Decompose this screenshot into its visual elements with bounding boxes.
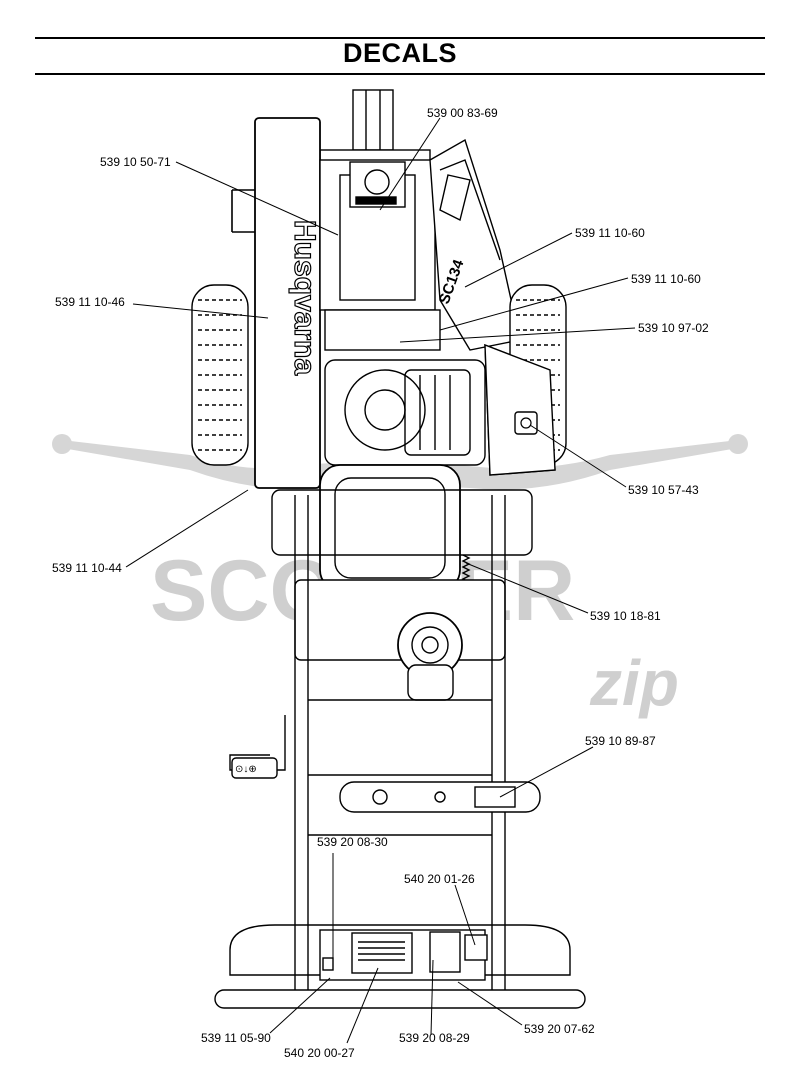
decal-labels: 539 00 83-69 539 10 50-71 539 11 10-60 5… (52, 106, 709, 1060)
decal-label: 539 11 10-60 (575, 226, 645, 240)
leader-lines (125, 117, 636, 1044)
decal-label: 539 11 10-60 (631, 272, 701, 286)
title-underline (35, 73, 765, 75)
top-rule (35, 37, 765, 39)
decal-label: 539 11 05-90 (201, 1031, 271, 1045)
page-title: DECALS (342, 38, 457, 68)
decal-label: 540 20 01-26 (404, 872, 475, 886)
decal-label: 540 20 00-27 (284, 1046, 355, 1060)
decal-label: 539 20 07-62 (524, 1022, 595, 1036)
watermark-script: zip (589, 647, 679, 719)
decal-label: 539 00 83-69 (427, 106, 498, 120)
brand-logo-text: Husqvarna (288, 220, 321, 375)
decal-label: 539 10 97-02 (638, 321, 709, 335)
decal-label: 539 20 08-30 (317, 835, 388, 849)
decal-label: 539 10 89-87 (585, 734, 656, 748)
svg-text:⊙↓⊕: ⊙↓⊕ (235, 764, 257, 775)
decal-label: 539 11 10-44 (52, 561, 122, 575)
decal-label: 539 20 08-29 (399, 1031, 470, 1045)
decal-label: 539 10 50-71 (100, 155, 171, 169)
decal-label: 539 10 18-81 (590, 609, 661, 623)
decal-label: 539 10 57-43 (628, 483, 699, 497)
chipper-drawing: SC134 (214, 89, 586, 1009)
decal-label: 539 11 10-46 (55, 295, 125, 309)
left-tire (191, 284, 249, 466)
